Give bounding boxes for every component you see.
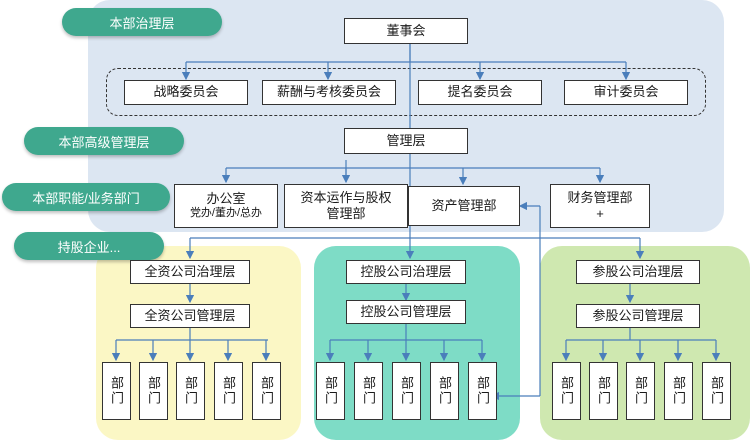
committee-label: 审计委员会	[593, 84, 659, 100]
capital-dept-line2: 管理部	[326, 206, 366, 221]
layer-label-functional: 本部职能/业务部门	[2, 183, 170, 211]
dept-box: 部门	[626, 362, 655, 420]
dept-box: 部门	[702, 362, 731, 420]
controlled-management-box: 控股公司管理层	[346, 300, 466, 324]
dept-box: 部门	[176, 362, 205, 420]
dept-box: 部门	[354, 362, 383, 420]
participating-governance-label: 参股公司治理层	[592, 263, 684, 279]
capital-dept-line1: 资本运作与股权	[300, 189, 392, 205]
committee-group	[106, 68, 706, 116]
participating-management-box: 参股公司管理层	[576, 304, 700, 328]
committee-strategy: 战略委员会	[124, 80, 248, 105]
committee-nomination: 提名委员会	[418, 80, 542, 105]
office-sub-label: 党办/董办/总办	[189, 207, 263, 220]
wholly-management-box: 全资公司管理层	[130, 304, 250, 328]
participating-management-label: 参股公司管理层	[592, 307, 684, 323]
dept-box: 部门	[102, 362, 131, 420]
finance-dept-line1: 财务管理部	[567, 189, 633, 205]
wholly-management-label: 全资公司管理层	[144, 307, 236, 323]
participating-governance-box: 参股公司治理层	[576, 260, 700, 284]
board-label: 董事会	[386, 22, 426, 38]
finance-dept-box: 财务管理部 +	[550, 184, 650, 228]
layer-label-senior-management: 本部高级管理层	[24, 127, 184, 155]
dept-box: 部门	[252, 362, 281, 420]
dept-box: 部门	[468, 362, 497, 420]
dept-box: 部门	[139, 362, 168, 420]
committee-label: 战略委员会	[153, 84, 219, 100]
dept-box: 部门	[214, 362, 243, 420]
committee-audit: 审计委员会	[564, 80, 688, 105]
committee-compensation: 薪酬与考核委员会	[262, 80, 396, 105]
asset-dept-label: 资产管理部	[431, 197, 497, 213]
wholly-governance-label: 全资公司治理层	[144, 263, 236, 279]
dept-box: 部门	[664, 362, 693, 420]
management-box: 管理层	[344, 128, 468, 154]
management-label: 管理层	[386, 132, 426, 148]
dept-box: 部门	[589, 362, 618, 420]
committee-label: 薪酬与考核委员会	[276, 84, 381, 100]
dept-box: 部门	[430, 362, 459, 420]
asset-dept-box: 资产管理部	[408, 186, 520, 226]
controlled-governance-box: 控股公司治理层	[346, 260, 466, 284]
finance-dept-line2: +	[596, 206, 604, 221]
board-box: 董事会	[344, 18, 468, 44]
office-label: 办公室	[206, 191, 246, 206]
dept-box: 部门	[392, 362, 421, 420]
layer-label-holdings: 持股企业...	[14, 232, 164, 260]
wholly-governance-box: 全资公司治理层	[130, 260, 250, 284]
committee-label: 提名委员会	[447, 84, 513, 100]
office-box: 办公室 党办/董办/总办	[174, 184, 278, 228]
capital-dept-box: 资本运作与股权 管理部	[284, 184, 408, 228]
controlled-governance-label: 控股公司治理层	[360, 263, 452, 279]
layer-label-governance: 本部治理层	[62, 8, 222, 36]
controlled-management-label: 控股公司管理层	[360, 303, 452, 319]
dept-box: 部门	[552, 362, 581, 420]
dept-box: 部门	[316, 362, 345, 420]
